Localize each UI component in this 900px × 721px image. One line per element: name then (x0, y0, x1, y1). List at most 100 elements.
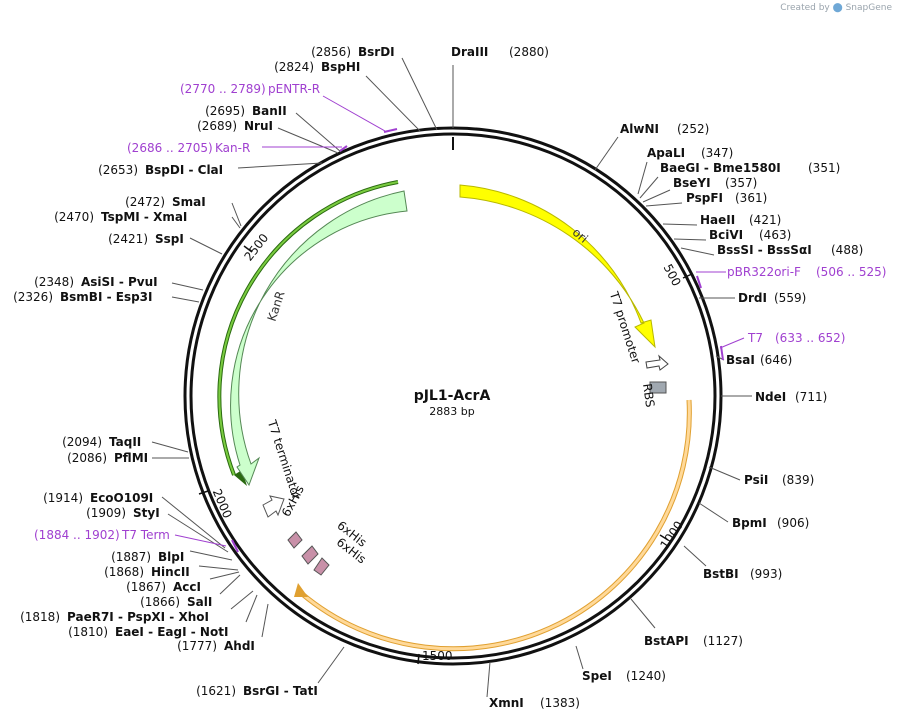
site-name-haeii[interactable]: HaeII (700, 213, 735, 227)
site-pos-apali: (347) (701, 146, 733, 160)
site-pos-baegi: (351) (808, 161, 840, 175)
primer-range-pentr-r: (2770 .. 2789) (180, 82, 266, 96)
site-name-bpmi[interactable]: BpmI (732, 516, 767, 530)
site-name-asisi[interactable]: AsiSI - PvuI (81, 275, 158, 289)
site-name-sspi[interactable]: SspI (155, 232, 184, 246)
primer-range-t7-term: (1884 .. 1902) (34, 528, 120, 542)
site-labels-left: (1621) BsrGI - TatI (1777) AhdI (1810) E… (13, 45, 395, 698)
insert-arrowhead (294, 583, 308, 597)
site-name-drdi[interactable]: DrdI (738, 291, 767, 305)
site-pos-banii: (2695) (205, 104, 245, 118)
his-tag-arrow-3[interactable] (313, 557, 330, 576)
site-name-bstbi[interactable]: BstBI (703, 567, 739, 581)
site-pos-bcivi: (463) (759, 228, 791, 242)
site-pos-taqii: (2094) (62, 435, 102, 449)
primer-name-t7-term[interactable]: T7 Term (121, 528, 170, 542)
site-labels: DraIII (2880) AlwNI (252) ApaLI (347) Ba… (451, 45, 863, 710)
site-pos-claI: (2653) (98, 163, 138, 177)
insert-arc-outline (299, 399, 692, 652)
site-name-bstapi[interactable]: BstAPI (644, 634, 689, 648)
site-name-blpi[interactable]: BlpI (158, 550, 184, 564)
rbs-box[interactable] (649, 381, 667, 394)
site-name-nrui[interactable]: NruI (244, 119, 273, 133)
site-pos-blpi: (1887) (111, 550, 151, 564)
site-pos-bsai: (646) (760, 353, 792, 367)
t7-terminator-arrow[interactable] (262, 495, 285, 518)
site-name-ahdi[interactable]: AhdI (224, 639, 255, 653)
scale-tick-2000: 2000 (198, 487, 235, 520)
site-name-spei[interactable]: SpeI (582, 669, 612, 683)
site-pos-bsphi: (2824) (274, 60, 314, 74)
site-pos-notI: (1810) (68, 625, 108, 639)
primer-name-t7[interactable]: T7 (747, 331, 763, 345)
site-pos-bsmbi: (2326) (13, 290, 53, 304)
site-name-sali[interactable]: SalI (187, 595, 212, 609)
site-name-hincii[interactable]: HincII (151, 565, 190, 579)
primer-name-kan-r[interactable]: Kan-R (215, 141, 250, 155)
primer-range-kan-r: (2686 .. 2705) (127, 141, 213, 155)
his-tag-arrow-1[interactable] (287, 531, 303, 549)
primer-name-pentr-r[interactable]: pENTR-R (268, 82, 320, 96)
site-name-styi[interactable]: StyI (133, 506, 160, 520)
snapgene-branding: Created by ⬤ SnapGene (780, 3, 892, 13)
site-leader-lines (151, 57, 752, 698)
site-name-bcivi[interactable]: BciVI (709, 228, 743, 242)
site-name-bsrgi[interactable]: BsrGI - TatI (243, 684, 318, 698)
site-name-bsssi[interactable]: BssSI - BssSαI (717, 243, 812, 257)
primer-range-t7: (633 .. 652) (775, 331, 845, 345)
site-name-apali[interactable]: ApaLI (647, 146, 685, 160)
branding-name: SnapGene (845, 3, 892, 13)
site-pos-bstbi: (993) (750, 567, 782, 581)
site-name-tspmi[interactable]: TspMI - XmaI (101, 210, 187, 224)
site-name-bsrdi[interactable]: BsrDI (358, 45, 395, 59)
site-pos-acci: (1867) (126, 580, 166, 594)
site-name-pflmi[interactable]: PflMI (114, 451, 148, 465)
site-name-banii[interactable]: BanII (252, 104, 287, 118)
site-pos-pflmi: (2086) (67, 451, 107, 465)
plasmid-length: 2883 bp (429, 405, 474, 418)
insert-feature-arc[interactable] (300, 399, 691, 651)
site-name-smai[interactable]: SmaI (172, 195, 206, 209)
his-tag-arrow-2[interactable] (301, 545, 319, 565)
kan-track-arrowhead (234, 470, 247, 486)
site-pos-sali: (1866) (140, 595, 180, 609)
primer-range-pbr322ori-f: (506 .. 525) (816, 265, 886, 279)
site-name-bsmbi[interactable]: BsmBI - Esp3I (60, 290, 152, 304)
site-name-xhoi[interactable]: PaeR7I - PspXI - XhoI (67, 610, 209, 624)
t7-promoter-arrow[interactable] (645, 354, 669, 371)
site-pos-bsrdi: (2856) (311, 45, 351, 59)
site-name-acci[interactable]: AccI (173, 580, 201, 594)
site-pos-pspfi: (361) (735, 191, 767, 205)
site-name-ndei[interactable]: NdeI (755, 390, 786, 404)
ori-feature-arrow[interactable] (459, 184, 656, 349)
primer-name-pbr322ori-f[interactable]: pBR322ori-F (727, 265, 801, 279)
site-name-bsai[interactable]: BsaI (726, 353, 755, 367)
site-name-draiii[interactable]: DraIII (451, 45, 488, 59)
site-name-ecoo109i[interactable]: EcoO109I (90, 491, 153, 505)
site-name-pspfi[interactable]: PspFI (686, 191, 723, 205)
site-name-psii[interactable]: PsiI (744, 473, 768, 487)
site-pos-smai: (2472) (125, 195, 165, 209)
site-pos-ndei: (711) (795, 390, 827, 404)
plasmid-name: pJL1-AcrA (414, 388, 491, 404)
site-name-taqii[interactable]: TaqII (109, 435, 141, 449)
kanr-feature-arrow[interactable] (230, 190, 408, 487)
site-pos-bstapi: (1127) (703, 634, 743, 648)
site-name-bsphi[interactable]: BspHI (321, 60, 360, 74)
site-name-notI[interactable]: EaeI - EagI - NotI (115, 625, 228, 639)
site-name-bseyi[interactable]: BseYI (673, 176, 711, 190)
site-name-alwni[interactable]: AlwNI (620, 122, 659, 136)
site-pos-styi: (1909) (86, 506, 126, 520)
site-pos-tspmi: (2470) (54, 210, 94, 224)
site-name-xmni[interactable]: XmnI (489, 696, 524, 710)
snapgene-logo-icon: ⬤ (832, 3, 843, 13)
site-pos-ecoo109i: (1914) (43, 491, 83, 505)
site-pos-ahdi: (1777) (177, 639, 217, 653)
site-pos-nrui: (2689) (197, 119, 237, 133)
kan-track-highlight (218, 181, 399, 476)
site-name-claI[interactable]: BspDI - ClaI (145, 163, 223, 177)
site-pos-bpmi: (906) (777, 516, 809, 530)
site-name-baegi[interactable]: BaeGI - Bme1580I (660, 161, 781, 175)
backbone-inner-ring (189, 132, 717, 660)
